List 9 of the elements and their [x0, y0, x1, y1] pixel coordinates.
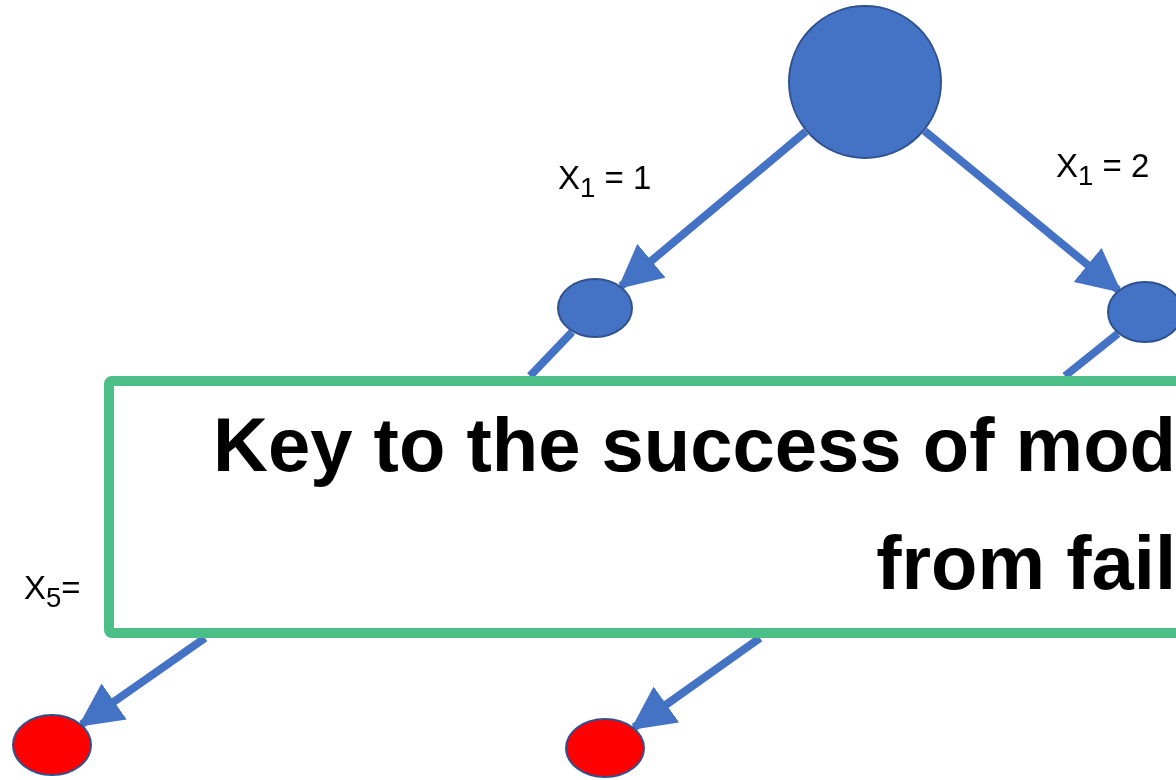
arrow [617, 128, 809, 290]
callout-text: Key to the success of mod from fail [212, 401, 1176, 607]
leaf-node-ellipse [565, 718, 645, 778]
tree-node-circle [557, 278, 633, 338]
connector-line [527, 329, 575, 379]
arrow [921, 127, 1122, 294]
tree-node-circle [788, 5, 942, 159]
leaf-node-ellipse [12, 714, 92, 776]
callout-box [104, 376, 1176, 638]
